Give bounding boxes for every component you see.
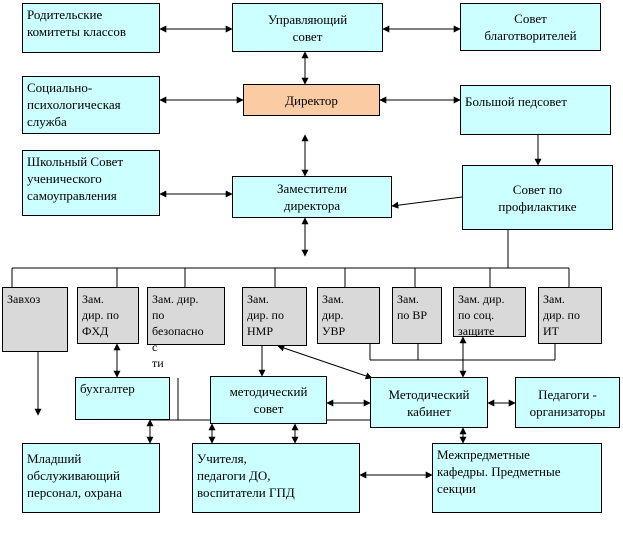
deputy-uvr-box: Зам. дир. УВР [317, 287, 380, 344]
deputy-social-protect-label: Зам. дир. по соц. защите [458, 292, 505, 337]
deputy-fhd-box: Зам. дир. по ФХД [77, 287, 139, 344]
student-council-label: Школьный Совет ученического самоуправлен… [27, 154, 124, 203]
governing-council-box: Управляющий совет [232, 3, 383, 52]
methodical-office-label: Методический кабинет [388, 386, 470, 419]
deputy-nmr-label: Зам. дир. по НМР [247, 292, 284, 338]
methodical-council-label: методический совет [229, 384, 308, 416]
deputy-uvr-label: Зам. дир. УВР [322, 292, 346, 338]
social-psych-service-label: Социально- психологическая служба [27, 80, 121, 129]
parents-committees-label: Родительские комитеты классов [27, 7, 126, 39]
deputy-social-protect-box: Зам. дир. по соц. защите [453, 287, 526, 337]
director-label: Директор [285, 92, 338, 108]
pedagogical-council-box: Большой педсовет [460, 85, 611, 135]
director-box: Директор [243, 84, 380, 116]
methodical-council-box: методический совет [210, 376, 327, 424]
zavhoz-label: Завхоз [7, 292, 41, 306]
deputy-fhd-label: Зам. дир. по ФХД [82, 292, 119, 338]
accountant-label: бухгалтер [80, 381, 135, 396]
parents-committees-box: Родительские комитеты классов [22, 3, 160, 53]
teachers-box: Учителя, педагоги ДО, воспитатели ГПД [192, 443, 360, 513]
charity-council-box: Совет благотворителей [460, 3, 601, 51]
teachers-label: Учителя, педагоги ДО, воспитатели ГПД [197, 451, 295, 500]
prevention-council-box: Совет по профилактике [462, 165, 613, 230]
deputy-it-box: Зам. дир. по ИТ [538, 287, 602, 344]
junior-staff-label: Младший обслуживающий персонал, охрана [27, 451, 122, 500]
pedagogical-council-label: Большой педсовет [465, 94, 567, 109]
organizers-box: Педагоги - организаторы [515, 377, 620, 428]
departments-box: Межпредметные кафедры. Предметные секции [432, 443, 602, 513]
social-psych-service-box: Социально- психологическая служба [22, 76, 160, 134]
zavhoz-box: Завхоз [2, 287, 68, 352]
deputies-label: Заместители директора [277, 181, 347, 213]
charity-council-label: Совет благотворителей [484, 11, 577, 43]
prevention-council-label: Совет по профилактике [498, 181, 577, 214]
deputy-nmr-box: Зам. дир. по НМР [242, 287, 307, 346]
deputy-it-label: Зам. дир. по ИТ [543, 292, 580, 338]
deputy-vr-label: Зам. по ВР [397, 292, 428, 322]
junior-staff-box: Младший обслуживающий персонал, охрана [22, 443, 160, 513]
deputy-safety-label: Зам. дир. по безопасно с ти [152, 292, 204, 370]
accountant-box: бухгалтер [75, 377, 170, 420]
deputy-vr-box: Зам. по ВР [392, 287, 442, 344]
deputies-box: Заместители директора [232, 176, 392, 218]
student-council-box: Школьный Совет ученического самоуправлен… [22, 150, 160, 216]
methodical-office-box: Методический кабинет [370, 377, 488, 428]
organizers-label: Педагоги - организаторы [529, 386, 606, 419]
governing-council-label: Управляющий совет [267, 11, 348, 44]
departments-label: Межпредметные кафедры. Предметные секции [437, 447, 561, 496]
deputy-safety-box: Зам. дир. по безопасно с ти [147, 287, 225, 370]
